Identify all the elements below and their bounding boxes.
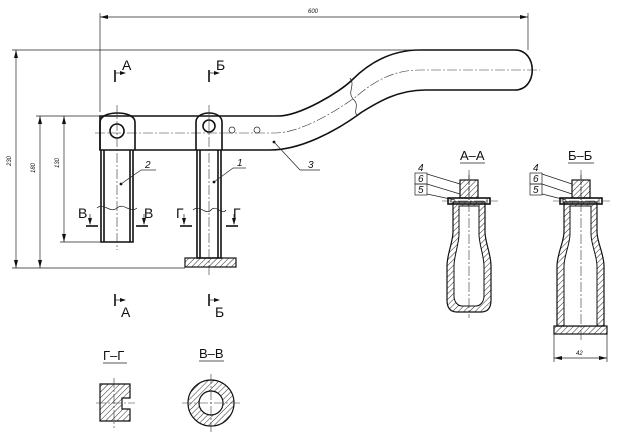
section-a-bottom-label: А bbox=[121, 304, 131, 320]
aa-pos-5: 5 bbox=[418, 185, 424, 196]
section-g-left-label: Г bbox=[176, 205, 184, 221]
dimensions: 600 230 180 130 bbox=[7, 9, 529, 269]
dim-height-130: 130 bbox=[55, 157, 61, 168]
position-leaders: 2 1 3 bbox=[120, 141, 320, 185]
bb-pos-4: 4 bbox=[533, 163, 539, 174]
section-v-left-label: В bbox=[78, 205, 87, 221]
section-v-marks: В В bbox=[78, 205, 153, 227]
section-aa-view: А–А 4 6 5 bbox=[414, 148, 498, 318]
bar-hole-2 bbox=[253, 126, 261, 134]
section-vv-view: В–В bbox=[182, 346, 240, 432]
section-a-marks: А А bbox=[114, 57, 132, 320]
section-g-marks: Г Г bbox=[176, 205, 241, 227]
section-g-right-label: Г bbox=[233, 205, 241, 221]
right-post-eye bbox=[202, 119, 216, 133]
position-2-label: 2 bbox=[144, 160, 151, 171]
section-gg-title: Г–Г bbox=[103, 348, 124, 363]
section-aa-positions: 4 6 5 bbox=[414, 163, 461, 201]
section-bb-title: Б–Б bbox=[568, 148, 592, 163]
section-bb-positions: 4 6 5 bbox=[529, 163, 573, 201]
section-a-top-label: А bbox=[122, 57, 132, 73]
section-bb-base bbox=[553, 325, 608, 335]
left-post-top bbox=[99, 112, 136, 150]
bar-break-line bbox=[349, 77, 359, 117]
section-b-bottom-label: Б bbox=[215, 304, 224, 320]
section-aa-title: А–А bbox=[460, 148, 485, 163]
aa-pos-6: 6 bbox=[418, 174, 424, 185]
bb-pos-5: 5 bbox=[533, 185, 539, 196]
position-1-label: 1 bbox=[237, 158, 243, 169]
section-vv-title: В–В bbox=[199, 346, 224, 361]
dim-width-42: 42 bbox=[576, 351, 583, 357]
bent-bar-outline bbox=[99, 49, 534, 151]
dim-height-180: 180 bbox=[31, 162, 37, 173]
left-post-body bbox=[100, 150, 134, 243]
section-v-right-label: В bbox=[144, 205, 153, 221]
section-b-top-label: Б bbox=[216, 57, 225, 73]
right-post-base-plate bbox=[184, 257, 237, 268]
main-view: В В Г Г А А Б bbox=[78, 49, 540, 320]
aa-pos-4: 4 bbox=[418, 163, 424, 174]
section-gg-view: Г–Г bbox=[96, 348, 135, 428]
dim-height-230: 230 bbox=[7, 155, 13, 167]
bar-hole-1 bbox=[228, 126, 236, 134]
dim-length-600: 600 bbox=[308, 9, 319, 15]
right-post-break bbox=[192, 207, 227, 213]
section-bb-view: Б–Б 4 6 5 42 bbox=[529, 148, 610, 362]
section-b-marks: Б Б bbox=[208, 57, 225, 320]
section-gg-body bbox=[99, 383, 131, 422]
bb-pos-6: 6 bbox=[533, 174, 539, 185]
bent-bar-centerline bbox=[95, 69, 540, 134]
position-3-label: 3 bbox=[308, 160, 314, 171]
